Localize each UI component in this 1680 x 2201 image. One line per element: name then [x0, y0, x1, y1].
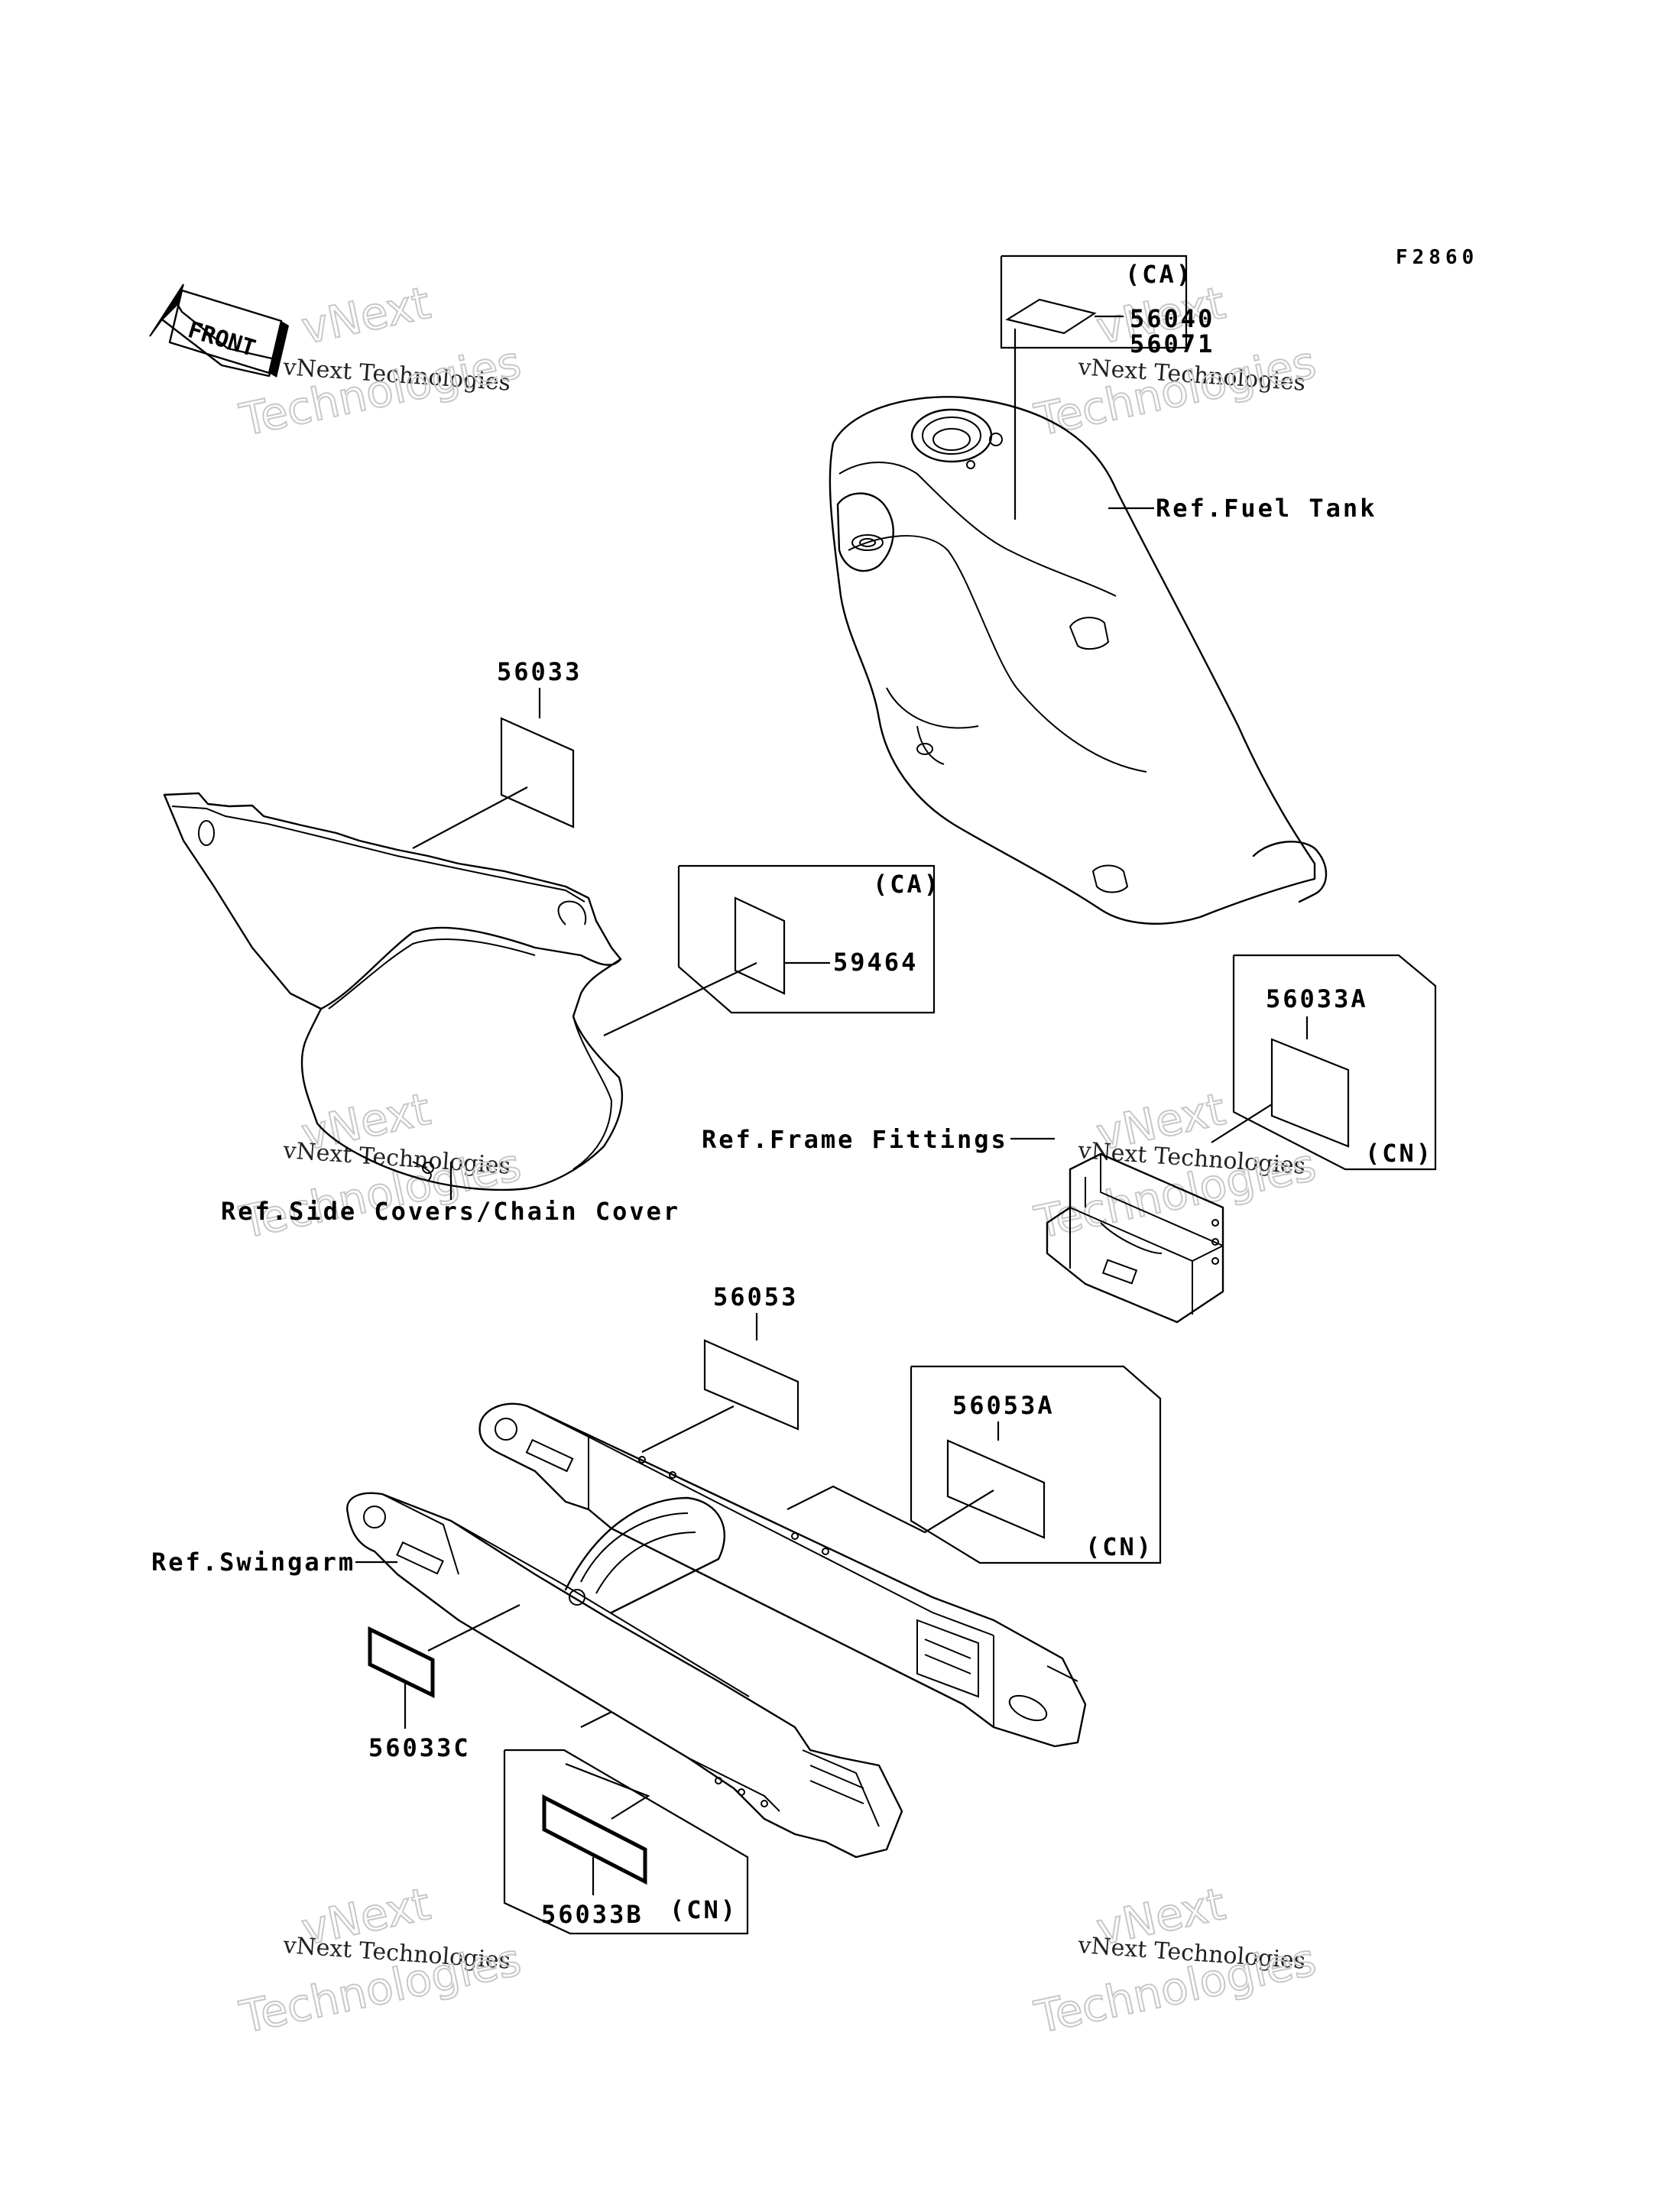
decal-56053 — [703, 1339, 799, 1431]
part-number-56033C: 56033C — [368, 1733, 471, 1762]
watermark-bottom-right: vNext vNext Technologies Technologies — [1030, 1877, 1322, 2044]
watermark-top-right: vNext vNext Technologies Technologies — [1030, 276, 1322, 447]
region-code-ca: (CA) — [1125, 260, 1193, 289]
part-number-56033B: 56033B — [541, 1900, 644, 1929]
part-number-56053: 56053 — [713, 1282, 798, 1311]
fuel-tank-illustration — [829, 396, 1328, 925]
region-code-ca: (CA) — [873, 870, 941, 899]
part-number-56040: 56040 — [1130, 304, 1215, 333]
watermark-line1: vNext — [297, 277, 435, 355]
swingarm-illustration — [346, 1402, 1087, 1859]
part-number-56053A: 56053A — [952, 1391, 1055, 1420]
frame-fittings-label-callout: 56033A (CN) — [1211, 954, 1437, 1171]
part-number-56033: 56033 — [497, 657, 582, 686]
front-arrow-label: FRONT — [185, 316, 259, 362]
decal-59464 — [734, 896, 786, 995]
side-cover-label-callout: (CA) 59464 — [603, 864, 941, 1036]
ref-frame-fittings: Ref.Frame Fittings — [702, 1125, 1008, 1154]
side-cover-illustration — [163, 792, 624, 1200]
part-number-56033A: 56033A — [1266, 984, 1368, 1013]
part-number-56071: 56071 — [1130, 329, 1215, 358]
ref-fuel-tank: Ref.Fuel Tank — [1156, 494, 1377, 523]
frame-fittings-illustration — [1010, 1137, 1224, 1324]
front-arrow-icon: FRONT — [149, 284, 289, 378]
decal-56033 — [500, 717, 575, 828]
figure-code: F2860 — [1396, 246, 1478, 269]
decal-56040 — [1005, 298, 1097, 335]
decal-56033A — [1270, 1038, 1350, 1148]
decal-56053A — [946, 1439, 1046, 1539]
decal-56033B — [542, 1794, 647, 1885]
region-code-cn: (CN) — [1085, 1532, 1153, 1561]
region-code-cn: (CN) — [670, 1895, 738, 1924]
ref-side-covers: Ref.Side Covers/Chain Cover — [221, 1197, 680, 1226]
decal-56033C — [368, 1626, 435, 1699]
fuel-tank-label-callout: (CA) 56040 56071 — [1000, 254, 1215, 520]
region-code-cn: (CN) — [1365, 1139, 1433, 1168]
swingarm-label-callout-56053A: 56053A (CN) — [786, 1365, 1162, 1564]
part-number-59464: 59464 — [833, 948, 918, 977]
watermark-bottom-left: vNext vNext Technologies Technologies — [235, 1877, 527, 2044]
ref-swingarm: Ref.Swingarm — [151, 1548, 355, 1577]
swingarm-label-callout-56033B: 56033B (CN) — [503, 1711, 749, 1935]
